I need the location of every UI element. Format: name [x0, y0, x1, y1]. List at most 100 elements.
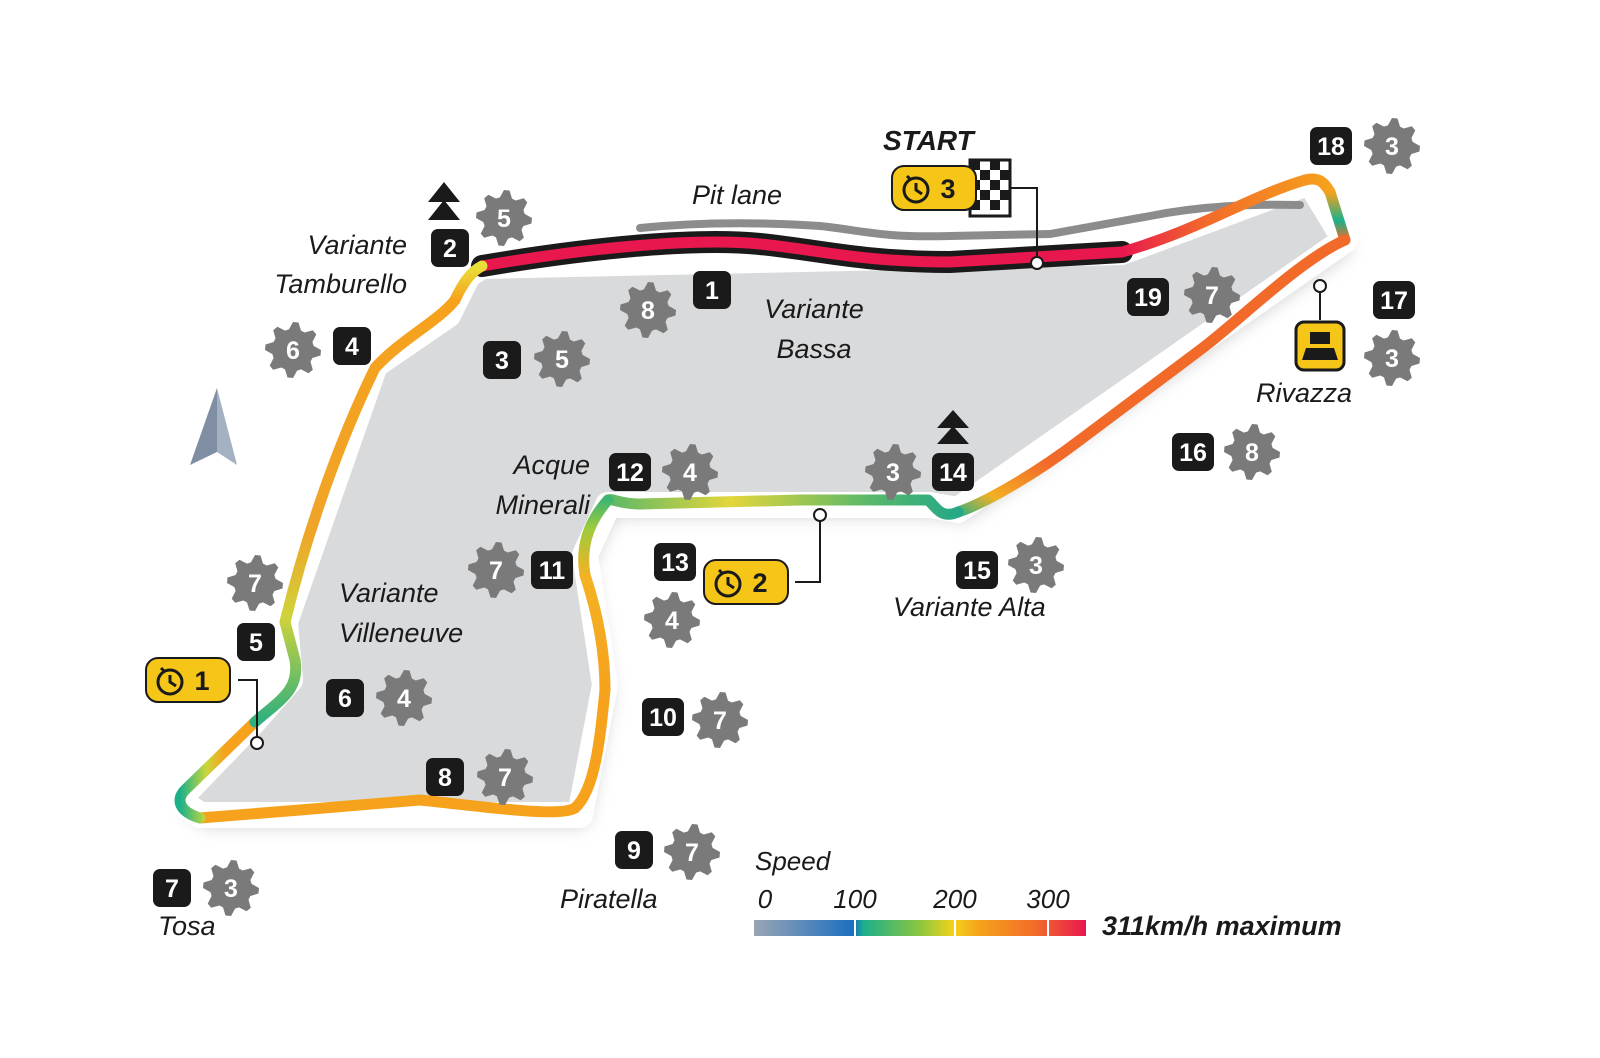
- piratella-label: Piratella: [560, 884, 658, 914]
- turn-5-badge: 5: [237, 623, 275, 661]
- stopwatch-icon: [156, 666, 184, 696]
- turn-18-badge: 18: [1310, 127, 1352, 165]
- turn-number: 12: [616, 459, 644, 487]
- turn-1-badge: 1: [693, 271, 731, 309]
- gear-number: 8: [1245, 439, 1259, 467]
- turn-16-badge: 16: [1172, 433, 1214, 471]
- gear-number: 5: [555, 346, 569, 374]
- gear-icon: 3: [203, 860, 259, 916]
- turn-9-badge: 9: [615, 831, 653, 869]
- turn-15-badge: 15: [956, 551, 998, 589]
- stopwatch-icon: [902, 174, 930, 204]
- gear-number: 3: [1385, 345, 1399, 373]
- rivazza-label: Rivazza: [1256, 378, 1352, 408]
- gear-number: 8: [641, 297, 655, 325]
- turn-number: 7: [165, 875, 179, 903]
- turn-number: 16: [1179, 439, 1207, 467]
- gear-icon: 7: [477, 749, 533, 805]
- turn-17-badge: 17: [1373, 281, 1415, 319]
- speed-tick-label: 0: [758, 884, 773, 914]
- turn-number: 5: [249, 629, 263, 657]
- turn-number: 4: [345, 333, 359, 361]
- gear-icon: 3: [865, 444, 921, 500]
- sector-number: 2: [752, 568, 767, 598]
- max-speed-label: 311km/h maximum: [1102, 911, 1342, 941]
- speed-tick-label: 100: [833, 884, 877, 914]
- sector-number: 3: [940, 174, 955, 204]
- turn-number: 19: [1134, 284, 1162, 312]
- gear-icon: 4: [376, 670, 432, 726]
- turn-14-badge: 14: [932, 453, 974, 491]
- gear-number: 4: [397, 685, 411, 713]
- turn-4-badge: 4: [333, 327, 371, 365]
- track: [174, 173, 1351, 824]
- variante-alta-label: Variante Alta: [893, 592, 1046, 622]
- turn-19-badge: 19: [1127, 278, 1169, 316]
- gear-icon: 8: [620, 282, 676, 338]
- speed-trap-icon: [1294, 320, 1346, 372]
- gear-number: 5: [497, 205, 511, 233]
- turn-13-badge: 13: [654, 543, 696, 581]
- gear-number: 7: [498, 764, 512, 792]
- gear-icon: 7: [692, 692, 748, 748]
- gear-number: 3: [886, 459, 900, 487]
- turn-number: 13: [661, 549, 689, 577]
- sector-number: 1: [194, 666, 209, 696]
- variante-villeneuve-label: Variante: [339, 578, 439, 608]
- tosa-label: Tosa: [158, 911, 216, 941]
- variante-bassa-label: Bassa: [776, 334, 851, 364]
- speed-legend-title: Speed: [755, 846, 832, 876]
- speed-tick-label: 300: [1026, 884, 1070, 914]
- turn-number: 11: [539, 557, 566, 585]
- start-label: START: [883, 125, 977, 156]
- turn-number: 3: [495, 347, 509, 375]
- turn-6-badge: 6: [326, 679, 364, 717]
- drs-arrow-icon: [937, 426, 969, 444]
- speed-color-bar: [754, 920, 1086, 936]
- turn-2-badge: 2: [431, 229, 469, 267]
- gear-icon: 5: [476, 190, 532, 246]
- variante-tamburello-label: Variante: [307, 230, 407, 260]
- gear-number: 4: [683, 459, 697, 487]
- gear-number: 7: [1205, 282, 1219, 310]
- turn-number: 17: [1380, 287, 1408, 315]
- main-straight-fast: [476, 236, 1128, 272]
- acque-minerali-label: Minerali: [495, 490, 591, 520]
- turn-10-badge: 10: [642, 698, 684, 736]
- gear-icon: 3: [1364, 118, 1420, 174]
- drs-arrow-icon: [937, 410, 969, 428]
- gear-icon: 7: [1184, 267, 1240, 323]
- turn-number: 2: [443, 235, 457, 263]
- sector-1-badge: 1: [145, 657, 231, 703]
- turn-number: 14: [939, 459, 967, 487]
- variante-tamburello-label: Tamburello: [274, 269, 407, 299]
- sector-markers: 123: [145, 165, 977, 703]
- turn-number: 1: [705, 277, 719, 305]
- north-arrow-icon: [190, 388, 237, 465]
- acque-minerali-label: Acque: [511, 450, 590, 480]
- gear-number: 7: [248, 570, 262, 598]
- turn-number: 18: [1317, 133, 1345, 161]
- gear-number: 3: [1029, 552, 1043, 580]
- variante-villeneuve-label: Villeneuve: [339, 618, 463, 648]
- turn-12-badge: 12: [609, 453, 651, 491]
- gear-icon: 7: [664, 824, 720, 880]
- gear-icon: 5: [534, 331, 590, 387]
- sector-2-badge: 2: [703, 559, 789, 605]
- turn-3-badge: 3: [483, 341, 521, 379]
- variante-bassa-label: Variante: [764, 294, 864, 324]
- gear-icon: 7: [227, 555, 283, 611]
- pit-lane-label: Pit lane: [692, 180, 782, 210]
- gear-number: 6: [286, 337, 300, 365]
- gear-icon: 6: [265, 322, 321, 378]
- gear-number: 7: [685, 839, 699, 867]
- gear-number: 3: [224, 875, 238, 903]
- gear-number: 7: [713, 707, 727, 735]
- turn-11-badge: 11: [531, 551, 573, 589]
- turn-7-badge: 7: [153, 869, 191, 907]
- gear-icon: 7: [468, 542, 524, 598]
- drs-arrow-icon: [428, 182, 460, 202]
- turn-number: 15: [963, 557, 991, 585]
